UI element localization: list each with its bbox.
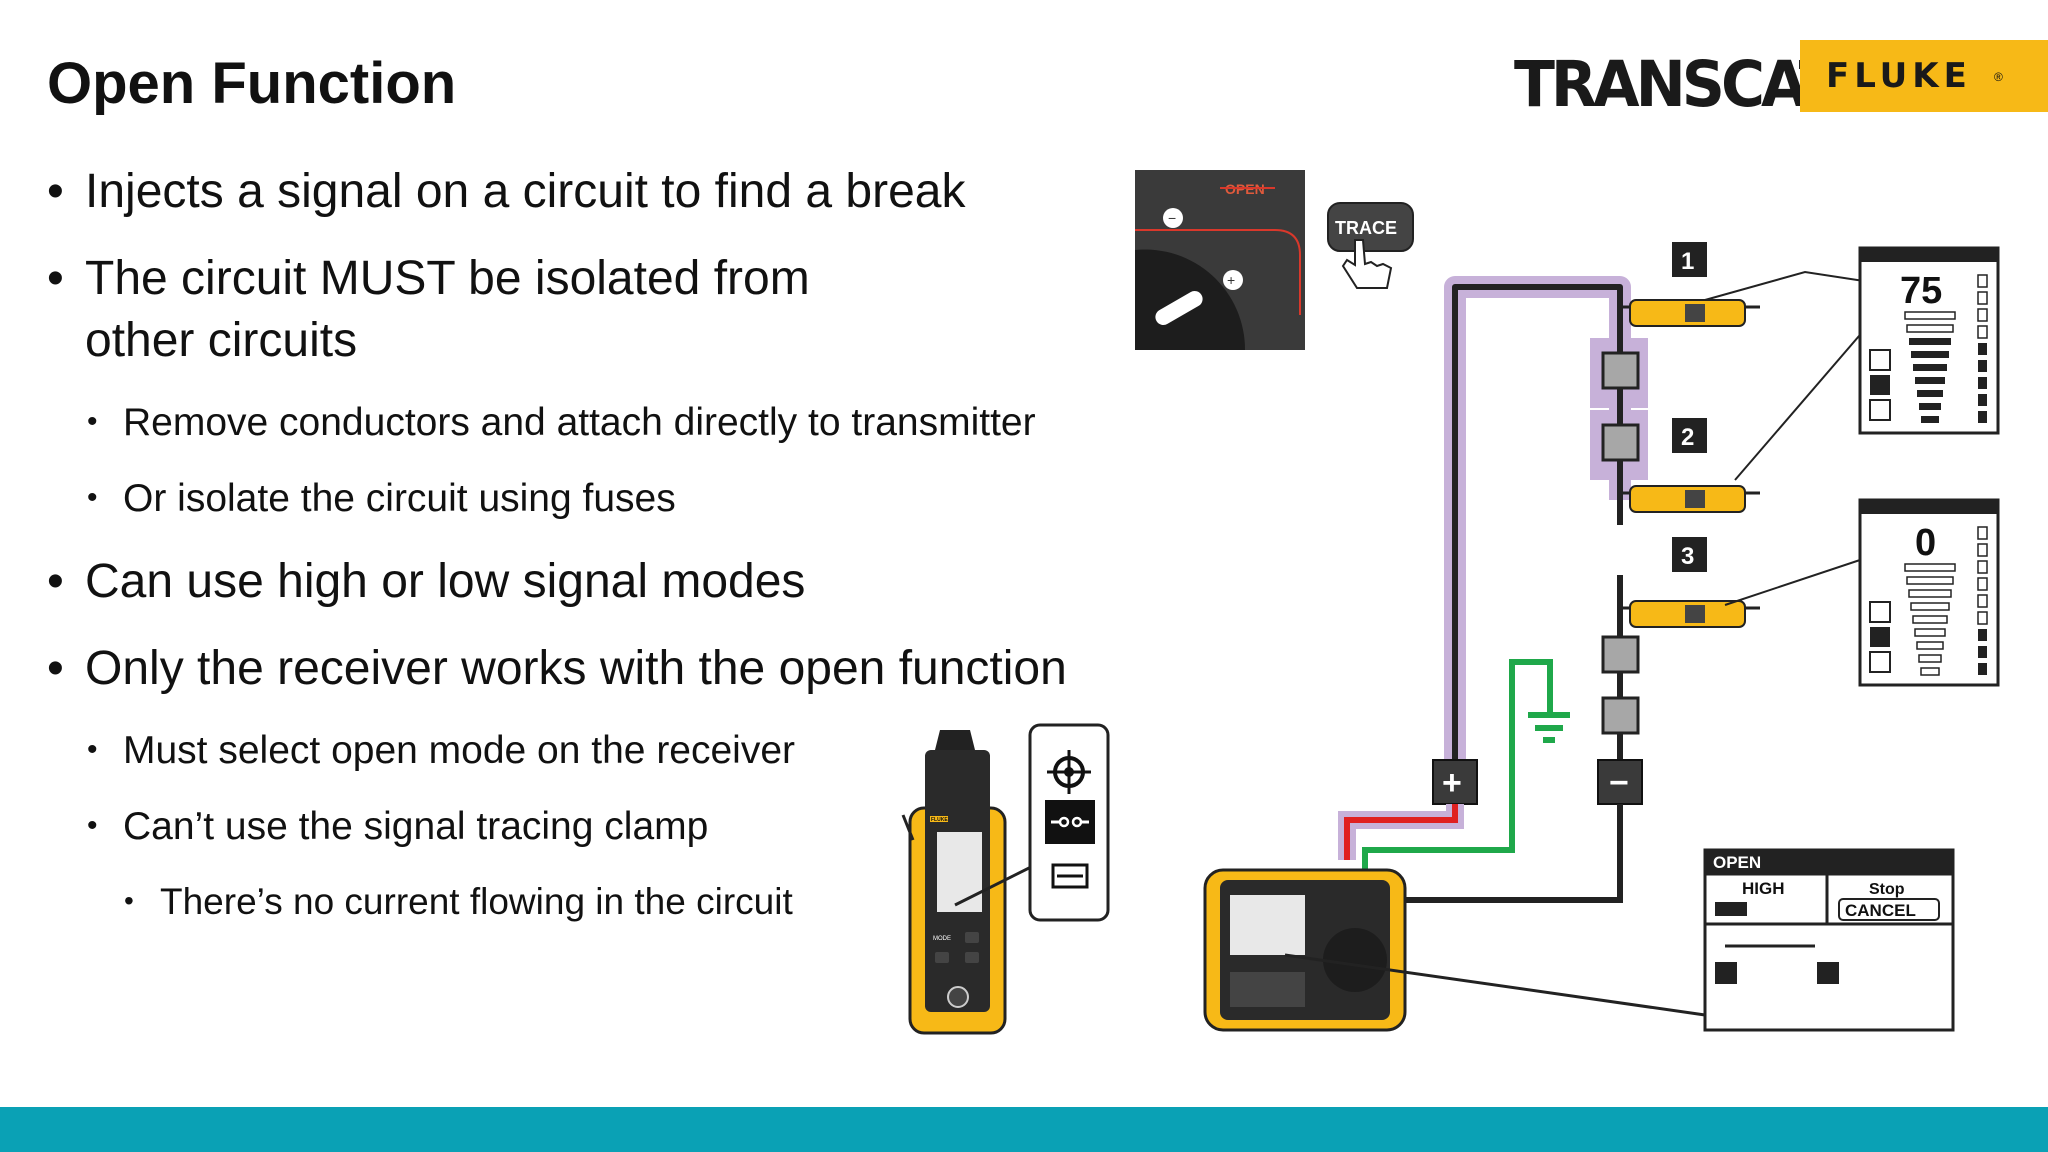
reading-1-fuse-icon	[1869, 399, 1891, 421]
receiver-power-button	[947, 986, 969, 1008]
negative-terminal	[1597, 759, 1643, 805]
transcat-logo-text: TRANSCAT	[1514, 48, 1840, 122]
pointing-hand-icon	[1341, 239, 1393, 289]
screen-high-icon	[1715, 902, 1747, 916]
bullet-text: Can use high or low signal modes	[85, 555, 806, 608]
reading-1-open-icon	[1870, 375, 1890, 395]
bullet-dot: •	[87, 405, 98, 438]
bullet-text: Injects a signal on a circuit to find a …	[85, 165, 966, 218]
receiver-readout-1: 75	[1858, 246, 2000, 435]
fuse-box-3	[1601, 635, 1640, 674]
screen-mode-label: OPEN	[1713, 853, 1761, 872]
positive-terminal	[1432, 759, 1478, 805]
screen-plus-marker	[1715, 962, 1737, 984]
red-lead	[1344, 804, 1458, 860]
footer-accent-bar	[0, 1107, 2048, 1152]
fuse-box-2	[1601, 423, 1640, 462]
locate-icon	[1047, 750, 1091, 794]
bullet-text: There’s no current flowing in the circui…	[160, 881, 793, 922]
transmitter-screen-callout: OPEN HIGH Stop CANCEL	[1703, 848, 1955, 1032]
screen-callout-line	[1284, 953, 1706, 1017]
marker-2	[1672, 418, 1707, 453]
trace-button-label: TRACE	[1335, 218, 1397, 238]
bullet-dot: •	[47, 642, 64, 695]
bullet-dot: •	[87, 733, 98, 766]
marker-3	[1672, 537, 1707, 572]
bullet-text: Can’t use the signal tracing clamp	[123, 805, 709, 848]
positive-terminal-label: +	[1442, 764, 1462, 802]
marker-3-label: 3	[1681, 543, 1694, 570]
screen-stop-label: Stop	[1869, 881, 1905, 898]
receiver-illustration: FLUKE MODE	[901, 723, 1110, 1035]
negative-terminal-label: −	[1609, 764, 1629, 802]
reading-1-locate-icon	[1869, 349, 1891, 371]
bullet-dot: •	[47, 555, 64, 608]
receiver-brand-label: FLUKE	[931, 817, 948, 823]
reading-1-value: 75	[1900, 270, 1942, 312]
probe-1	[1617, 299, 1760, 327]
slide-title: Open Function	[47, 51, 457, 116]
bullet-text: other circuits	[85, 314, 358, 367]
receiver-display	[937, 832, 982, 912]
dial-plus-sign: +	[1227, 272, 1235, 288]
marker-2-label: 2	[1681, 424, 1694, 451]
receiver-minus-button	[965, 952, 979, 963]
receiver-head	[925, 750, 990, 830]
fluke-logo-text: FLUKE	[1826, 56, 1972, 96]
bullet-dot: •	[47, 165, 64, 218]
screen-high-label: HIGH	[1742, 879, 1785, 898]
dial-minus-sign: −	[1168, 210, 1176, 226]
reading-2-open-icon	[1870, 627, 1890, 647]
fuse-box-4	[1601, 696, 1640, 735]
fluke-logo: FLUKE ®	[1800, 40, 2048, 112]
transmitter-device	[1203, 868, 1407, 1032]
receiver-open-button	[935, 952, 949, 963]
reading-2-value: 0	[1915, 522, 1936, 564]
bullet-text: Remove conductors and attach directly to…	[123, 401, 1036, 444]
bullet-dot: •	[47, 252, 64, 305]
open-mode-icon	[1045, 800, 1095, 844]
reading-1-signal-scale	[1977, 274, 1988, 423]
marker-1	[1672, 242, 1707, 277]
trace-button: TRACE	[1327, 202, 1414, 252]
reading-2-signal-scale	[1977, 526, 1988, 675]
reading-2-level-bars	[1904, 563, 1956, 676]
fuse-box-1	[1601, 351, 1640, 390]
bullet-dot: •	[124, 885, 134, 916]
marker-1-label: 1	[1681, 248, 1694, 275]
receiver-brand-badge	[930, 816, 948, 822]
transcat-logo: TRANSCAT®	[1514, 48, 1850, 122]
conductor-wire	[1452, 284, 1623, 770]
dial-pointer	[1155, 291, 1203, 325]
green-lead	[1362, 659, 1553, 872]
dial-minus-marker	[1163, 208, 1183, 228]
receiver-mode-button: MODE	[933, 936, 951, 942]
fuse-icon	[1051, 863, 1089, 889]
receiver-plus-button	[965, 932, 979, 943]
reading-1-level-bars	[1904, 311, 1956, 423]
screen-cancel-label: CANCEL	[1845, 901, 1916, 920]
receiver-readout-2: 0	[1858, 498, 2000, 687]
open-dial-panel: OPEN − +	[1135, 170, 1305, 350]
probe-2	[1617, 485, 1760, 513]
bullet-dot: •	[87, 809, 98, 842]
callout-line	[954, 863, 1036, 907]
screen-plus-marker-2	[1817, 962, 1839, 984]
ground-icon	[1528, 700, 1570, 743]
reading-2-locate-icon	[1869, 601, 1891, 623]
probe-3	[1617, 600, 1760, 628]
screen-cancel-box	[1838, 898, 1940, 921]
receiver-strap	[901, 814, 915, 841]
bullet-text: The circuit MUST be isolated from	[85, 252, 810, 305]
open-function-diagram: OPEN − + TRACE + −	[1135, 170, 2000, 1032]
reading-2-fuse-icon	[1869, 651, 1891, 673]
bullet-text: Only the receiver works with the open fu…	[85, 642, 1067, 695]
dial-plus-marker	[1223, 270, 1243, 290]
bullet-dot: •	[87, 481, 98, 514]
bullet-text: Or isolate the circuit using fuses	[123, 477, 676, 520]
registered-mark: ®	[1994, 70, 2003, 84]
bullet-text: Must select open mode on the receiver	[123, 729, 796, 772]
